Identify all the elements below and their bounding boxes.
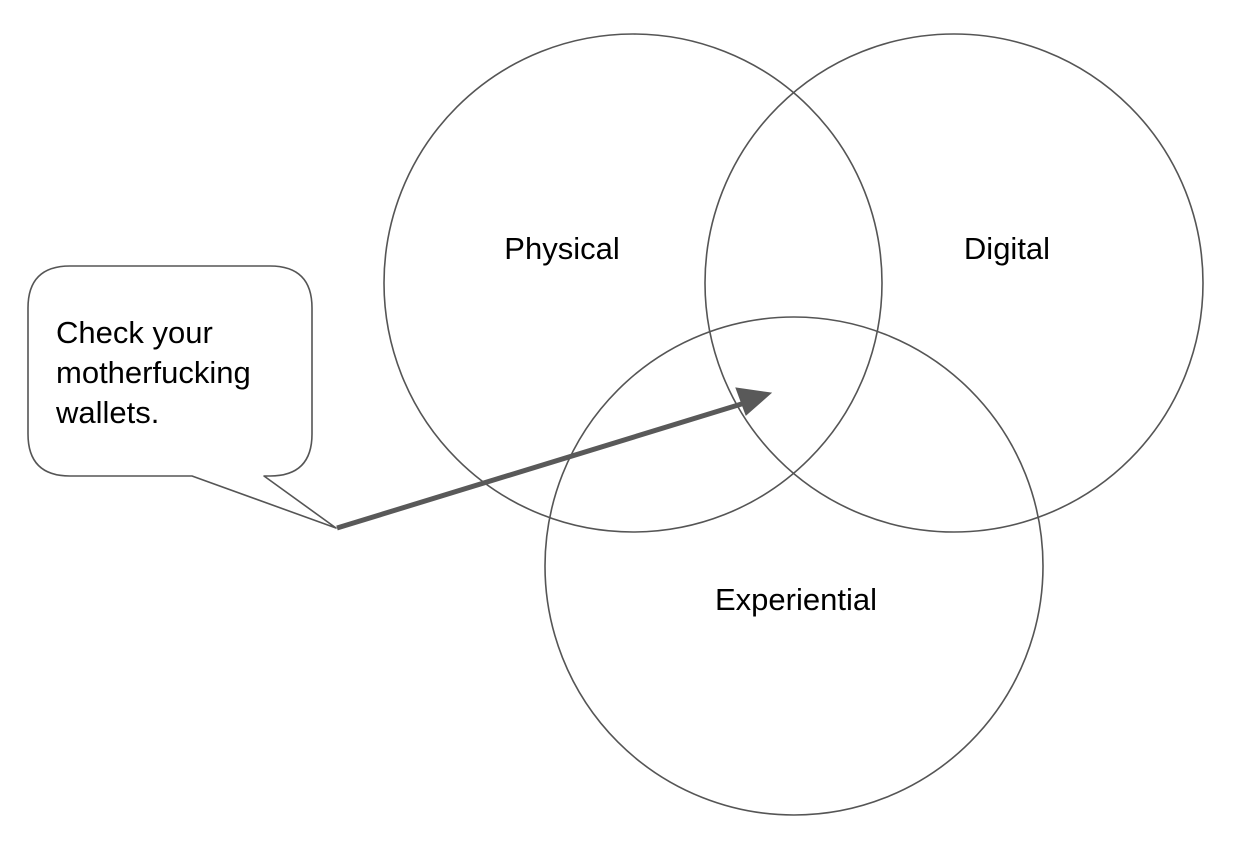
physical-circle <box>383 33 883 533</box>
physical-label: Physical <box>504 231 619 266</box>
arrow-head <box>735 387 773 416</box>
arrow-shaft <box>336 399 749 531</box>
experiential-label: Experiential <box>715 582 877 617</box>
callout-line-3: wallets. <box>55 395 159 430</box>
callout-line-2: motherfucking <box>56 355 251 390</box>
speech-bubble <box>27 265 337 529</box>
experiential-circle <box>544 316 1044 816</box>
callout-text: Check your motherfucking wallets. <box>55 315 259 430</box>
digital-label: Digital <box>964 231 1050 266</box>
digital-circle <box>704 33 1204 533</box>
callout-line-1: Check your <box>56 315 213 350</box>
